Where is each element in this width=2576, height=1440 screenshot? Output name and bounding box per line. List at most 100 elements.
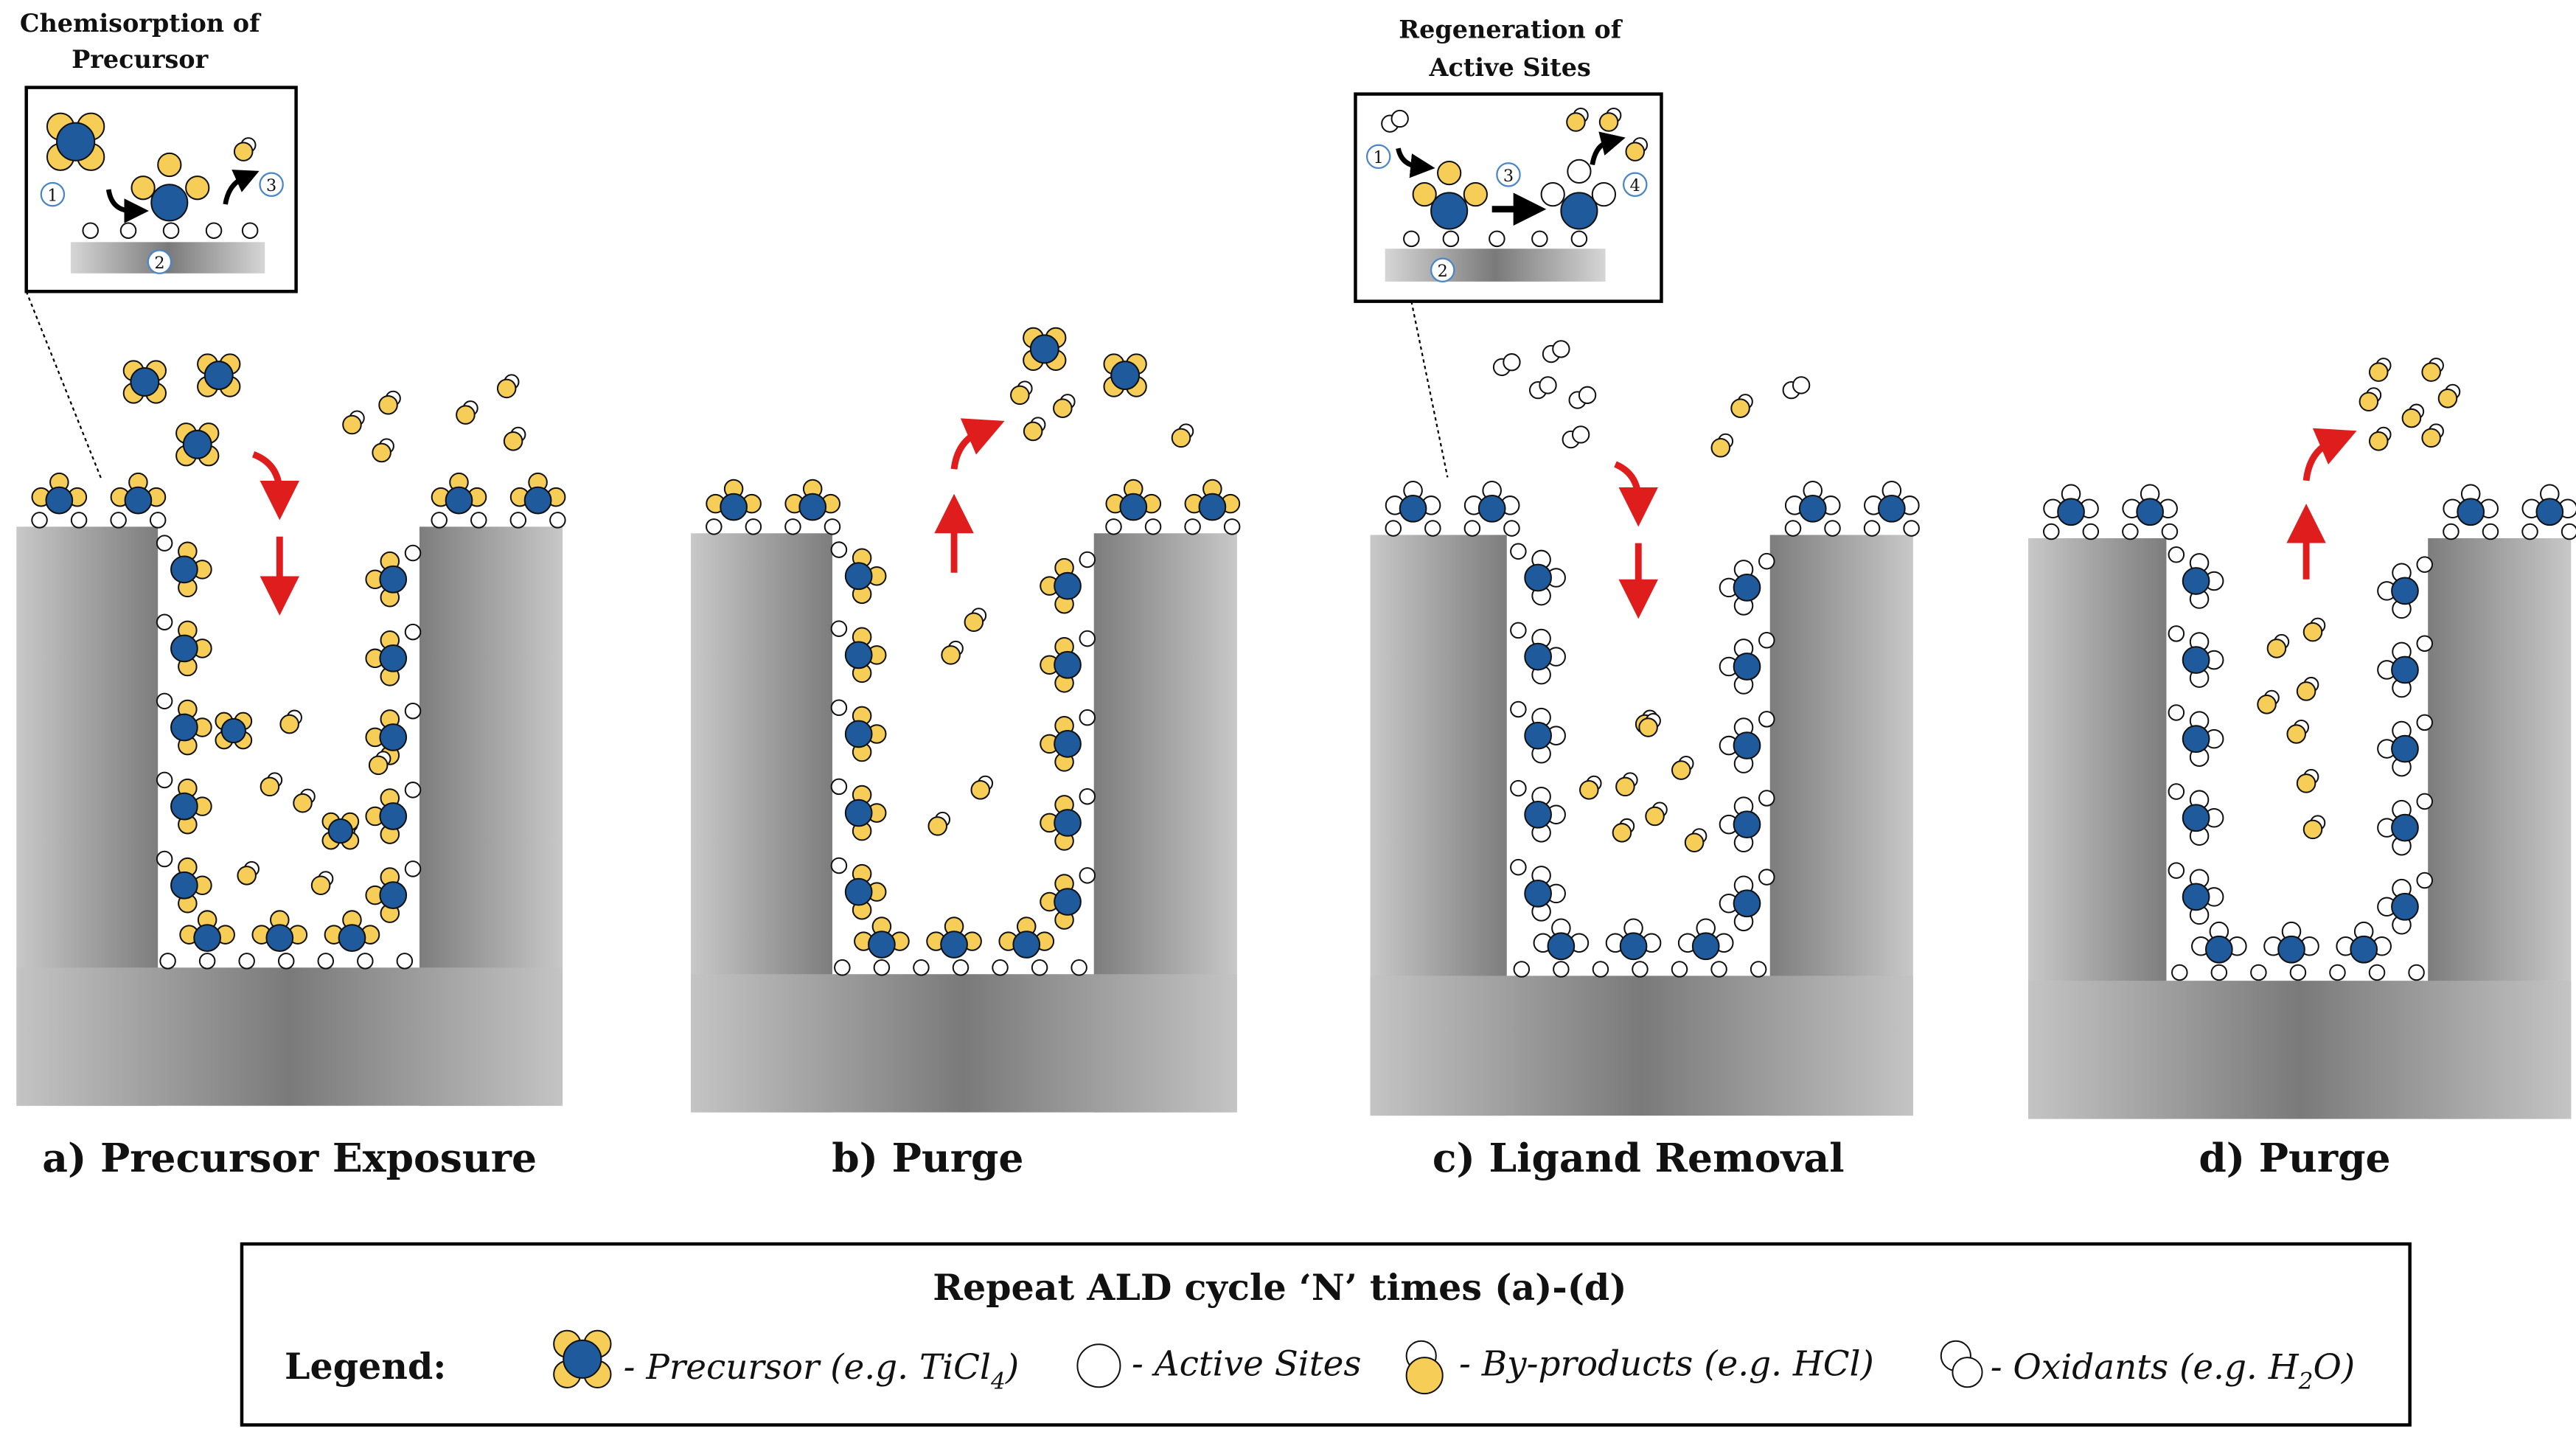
active-site (2168, 783, 2185, 800)
byproduct-molecule (293, 788, 316, 813)
active-site (2168, 704, 2185, 721)
active-site (1463, 520, 1481, 537)
byproduct-molecule (378, 390, 401, 415)
adsorbed-precursor (1533, 918, 1590, 961)
substrate-c (1370, 535, 1913, 1116)
active-site (2482, 523, 2499, 540)
svg-text:3: 3 (1503, 167, 1514, 186)
active-site (1510, 779, 1527, 797)
adsorbed-precursor (2377, 878, 2419, 935)
active-site (1489, 230, 1505, 248)
active-site (830, 541, 848, 558)
adsorbed-precursor (110, 472, 167, 515)
active-site (1079, 551, 1096, 568)
byproduct-molecule (1671, 756, 1694, 780)
active-site (1105, 518, 1122, 535)
panel-caption-d: d) Purge (2199, 1135, 2390, 1181)
byproduct-molecule (456, 400, 478, 425)
adsorbed-precursor (784, 479, 841, 521)
substrate-a (16, 526, 563, 1106)
adsorbed-precursor (1040, 636, 1082, 693)
adsorbed-precursor (844, 863, 887, 920)
adsorbed-precursor (1524, 707, 1566, 764)
legend-label: Legend: (285, 1345, 446, 1388)
adsorbed-precursor (998, 916, 1055, 959)
active-site (1424, 520, 1441, 537)
precursor-molecule (321, 812, 360, 850)
active-site (396, 953, 414, 970)
active-site (1442, 230, 1460, 248)
active-site (706, 518, 723, 535)
active-site (241, 222, 259, 239)
adsorbed-precursor (844, 706, 887, 762)
active-site (1531, 230, 1548, 248)
svg-text:4: 4 (1630, 176, 1640, 195)
adsorbed-precursor (2377, 641, 2419, 698)
curved-arrow-up-d (2302, 428, 2357, 481)
active-site (70, 512, 88, 529)
adsorbed-precursor (1719, 875, 1761, 932)
adsorbed-precursor (1524, 628, 1566, 685)
byproduct-molecule (372, 438, 394, 463)
active-site (205, 222, 223, 239)
byproduct-molecule (2368, 426, 2392, 451)
byproduct-molecule (2401, 403, 2425, 428)
substrate-d (2028, 538, 2572, 1119)
adsorbed-precursor (1040, 557, 1082, 614)
inset-chemisorption: Chemisorption of Precursor 1 2 3 (20, 9, 298, 481)
byproduct-molecule (368, 751, 391, 776)
active-site (745, 518, 762, 535)
panel-caption-b: b) Purge (832, 1135, 1023, 1181)
active-site (2082, 523, 2100, 540)
legend-precursor-text: - Precursor (e.g. TiCl4) (624, 1348, 1020, 1394)
active-site (1758, 869, 1775, 886)
byproduct-molecule (2286, 719, 2309, 744)
active-site (277, 953, 295, 970)
active-site (784, 518, 801, 535)
active-site (2168, 625, 2185, 642)
active-site (1758, 711, 1775, 728)
legend-box: Repeat ALD cycle ‘N’ times (a)-(d) Legen… (240, 1242, 2412, 1427)
adsorbed-precursor (2182, 711, 2224, 767)
precursor-molecule (175, 422, 220, 467)
adsorbed-precursor (170, 699, 212, 756)
active-site (549, 512, 566, 529)
active-site (2408, 964, 2425, 981)
oxidant-molecule (1782, 376, 1811, 400)
inset-title-line-1: Chemisorption of (20, 9, 262, 38)
adsorbed-precursor (509, 472, 566, 515)
adsorbed-precursor (2521, 484, 2576, 526)
adsorbed-precursor (2182, 553, 2224, 609)
active-site (992, 959, 1009, 976)
surface-bar (1385, 248, 1606, 282)
svg-text:1: 1 (47, 187, 58, 206)
byproduct-molecule (2359, 387, 2382, 412)
adsorbed-precursor (2443, 484, 2499, 526)
oxidant-molecule (1528, 376, 1557, 400)
adsorbed-precursor (1524, 786, 1566, 843)
precursor-molecule (1023, 327, 1067, 372)
active-site (913, 959, 930, 976)
active-site (830, 778, 848, 796)
adsorbed-precursor (1719, 639, 1761, 695)
active-site (1710, 961, 1727, 978)
adsorbed-precursor (1184, 479, 1241, 521)
active-site (2416, 635, 2434, 653)
legend-byproduct-text: - By-products (e.g. HCl) (1459, 1345, 1874, 1385)
legend-heading: Repeat ALD cycle ‘N’ times (a)-(d) (933, 1266, 1626, 1309)
adsorbed-precursor (1784, 480, 1841, 523)
byproduct-molecule (2421, 423, 2444, 448)
active-site (404, 623, 422, 641)
active-site (1079, 867, 1096, 884)
active-site (830, 857, 848, 874)
active-site (31, 512, 48, 529)
byproduct-molecule (2296, 676, 2319, 701)
precursor-molecule (122, 360, 167, 404)
active-site (1079, 709, 1096, 726)
precursor-molecule (197, 353, 241, 397)
active-site (110, 512, 127, 529)
active-site (1513, 961, 1531, 978)
active-site (2168, 546, 2185, 563)
byproduct-molecule (2296, 768, 2319, 793)
byproduct-molecule (233, 137, 257, 161)
